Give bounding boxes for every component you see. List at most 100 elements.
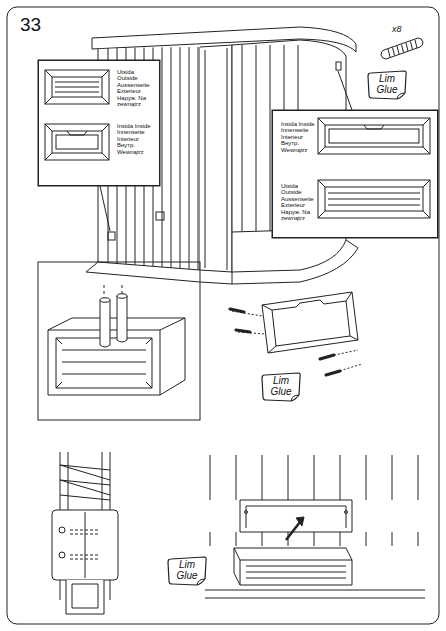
vent-drawing — [328, 205, 420, 206]
vent-drawing — [45, 124, 109, 160]
wall-with-vent — [314, 455, 315, 500]
wall-with-vent — [392, 532, 393, 546]
vent-drawing — [55, 87, 99, 88]
glue-tag-outline — [368, 71, 406, 99]
vent-drawing — [45, 124, 52, 131]
vent-drawing — [102, 97, 109, 104]
vent-drawing — [45, 70, 109, 104]
dowel — [388, 49, 390, 57]
wall-with-vent — [345, 511, 348, 514]
vent-frame-with-screws — [262, 292, 358, 353]
vent-with-dowels — [117, 296, 127, 342]
wall-with-vent — [262, 455, 263, 500]
sauna-cabin — [162, 47, 163, 267]
sauna-cabin — [189, 47, 190, 269]
vent-frame-with-screws — [272, 300, 350, 346]
dowel — [411, 42, 413, 50]
wall-section — [59, 552, 65, 558]
side-label: Insida Inside Innenseite Interieur Внутр… — [117, 123, 153, 155]
vent-drawing — [364, 125, 384, 129]
vent-drawing — [56, 135, 98, 149]
vent-drawing — [45, 97, 52, 104]
vent-drawing — [45, 153, 52, 160]
vent-frame-with-screws — [230, 292, 362, 375]
sauna-cabin — [180, 47, 181, 268]
vent-drawing — [318, 211, 325, 218]
vent-drawing — [52, 77, 102, 97]
vent-drawing — [318, 147, 325, 154]
callout-panel-ground — [38, 60, 160, 186]
wall-with-vent — [340, 455, 341, 500]
vent-drawing — [329, 129, 419, 143]
vent-drawing — [55, 82, 99, 83]
page-frame — [7, 7, 439, 624]
callout-panel-ground — [272, 110, 438, 238]
glue-label: Lim Glue — [375, 74, 399, 95]
wall-with-vent — [246, 506, 346, 528]
wall-with-vent — [246, 566, 346, 578]
sauna-cabin — [156, 212, 164, 220]
wall-with-vent — [366, 532, 367, 546]
wall-with-vent — [288, 455, 289, 500]
vent-frame-with-screws — [262, 292, 358, 353]
sauna-cabin — [256, 45, 257, 231]
vent-drawing — [325, 187, 423, 211]
dowel — [381, 38, 423, 59]
vent-drawing — [102, 124, 109, 131]
wall-with-vent — [288, 532, 289, 546]
vent-drawing — [318, 118, 325, 125]
wall-section — [52, 452, 118, 614]
wall-section — [70, 530, 100, 559]
dowel — [406, 43, 408, 51]
glue-tag-curl — [197, 579, 205, 585]
wall-section — [72, 584, 98, 608]
dowel — [393, 48, 395, 56]
wall-with-vent — [210, 532, 211, 546]
vent-drawing — [423, 180, 430, 187]
vent-drawing — [423, 211, 430, 218]
vent-drawing — [45, 70, 52, 77]
vent-with-dowels — [100, 298, 110, 302]
vent-drawing — [102, 153, 109, 160]
wall-with-vent — [236, 532, 237, 546]
vent-with-dowels — [100, 300, 110, 347]
wall-with-vent — [245, 511, 248, 514]
vent-drawing — [67, 131, 87, 135]
dowel — [402, 45, 404, 53]
glue-tag-outline — [168, 557, 206, 585]
wall-with-vent — [236, 455, 237, 500]
vent-drawing — [318, 180, 430, 218]
vent-drawing — [318, 180, 325, 187]
wall-with-vent — [205, 590, 425, 598]
wall-with-vent — [366, 455, 367, 500]
vent-drawing — [328, 193, 420, 194]
glue-tag-outline — [262, 373, 300, 401]
sauna-cabin — [232, 272, 233, 284]
wall-with-vent — [210, 455, 211, 500]
glue-tag-curl — [291, 395, 299, 401]
sauna-cabin — [198, 47, 199, 270]
vent-drawing — [328, 199, 420, 200]
wall-with-vent — [262, 532, 263, 546]
glue-tag: Lim Glue — [262, 372, 300, 401]
side-label: Utsida Outside Aussenseite Exterieur Нар… — [117, 69, 153, 108]
vent-frame-with-screws — [230, 309, 340, 375]
leader-line — [338, 71, 352, 110]
vent-drawing — [423, 118, 430, 125]
sauna-cabin — [270, 45, 271, 231]
quantity-label: x8 — [392, 24, 402, 34]
wall-section — [60, 465, 110, 500]
vent-with-dowels — [117, 294, 127, 298]
wall-section — [85, 512, 86, 578]
vent-frame-with-screws — [232, 311, 362, 372]
callout-panel: Insida Inside Innenseite Interieur Внутр… — [272, 110, 438, 238]
vent-drawing — [45, 124, 109, 160]
wall-section — [59, 527, 65, 533]
sauna-cabin — [336, 62, 341, 70]
vent-drawing — [55, 92, 99, 93]
glue-label: Lim Glue — [175, 560, 199, 581]
vent-drawing — [52, 131, 102, 153]
glue-tag: Lim Glue — [168, 556, 206, 585]
vent-drawing — [45, 70, 109, 104]
callout-panel: Utsida Outside Aussenseite Exterieur Нар… — [38, 60, 160, 186]
